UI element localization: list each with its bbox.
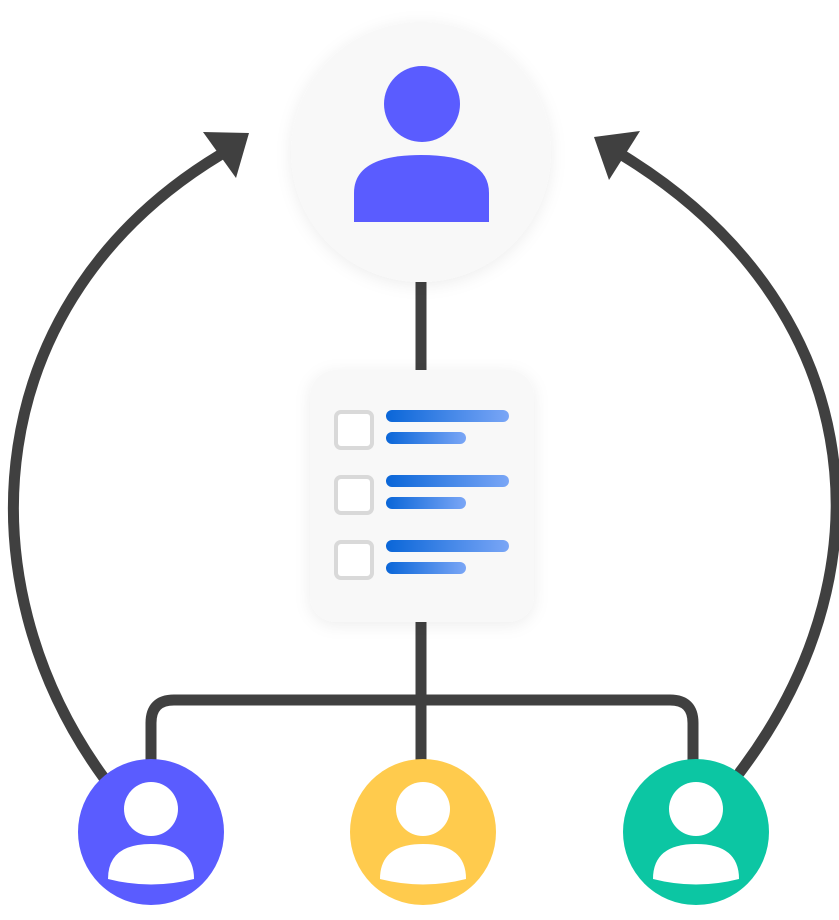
checklist-item-short-line bbox=[386, 497, 466, 509]
checklist-item bbox=[334, 475, 509, 515]
left-feedback-arrow bbox=[7, 149, 226, 784]
checklist-item-long-line bbox=[386, 540, 509, 552]
right-arrowhead-icon bbox=[594, 131, 640, 180]
right-feedback-arrow bbox=[616, 149, 839, 778]
left-arrowhead-icon bbox=[203, 132, 249, 178]
checkbox-icon bbox=[334, 540, 374, 580]
user-icon bbox=[108, 782, 194, 885]
checklist-card bbox=[310, 370, 534, 622]
team-member-avatar bbox=[623, 759, 769, 905]
user-icon bbox=[380, 782, 466, 885]
checklist-item-long-line bbox=[386, 410, 509, 422]
manager-node bbox=[291, 22, 551, 282]
checklist-item bbox=[334, 540, 509, 580]
manager-circle bbox=[291, 22, 551, 282]
checklist-item-short-line bbox=[386, 562, 466, 574]
user-icon bbox=[653, 782, 739, 885]
team-member-avatar bbox=[350, 759, 496, 905]
checklist-item-long-line bbox=[386, 475, 509, 487]
checklist-item-short-line bbox=[386, 432, 466, 444]
team-members bbox=[78, 759, 769, 905]
checklist-item bbox=[334, 410, 509, 450]
checkbox-icon bbox=[334, 475, 374, 515]
checkbox-icon bbox=[334, 410, 374, 450]
team-member-avatar bbox=[78, 759, 224, 905]
manager-user-icon bbox=[354, 66, 489, 222]
